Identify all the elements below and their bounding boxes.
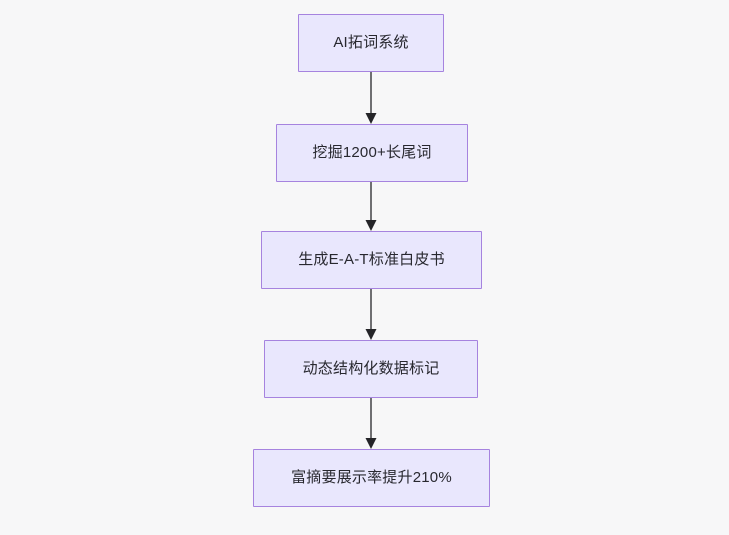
flow-node-mine-longtail-keywords[interactable]: 挖掘1200+长尾词 [276, 124, 468, 182]
edge-n1-n2 [365, 72, 377, 124]
flow-node-generate-eat-whitepaper[interactable]: 生成E-A-T标准白皮书 [261, 231, 482, 289]
flow-node-label: 富摘要展示率提升210% [291, 469, 452, 486]
edge-n4-n5 [365, 398, 377, 449]
flow-node-label: 挖掘1200+长尾词 [312, 144, 432, 161]
edge-n3-n4 [365, 289, 377, 340]
flow-node-label: 动态结构化数据标记 [302, 360, 440, 377]
flow-node-dynamic-structured-data-markup[interactable]: 动态结构化数据标记 [264, 340, 478, 398]
flow-node-label: 生成E-A-T标准白皮书 [298, 251, 445, 268]
flow-node-rich-snippet-impression-lift[interactable]: 富摘要展示率提升210% [253, 449, 490, 507]
flow-node-label: AI拓词系统 [333, 34, 409, 51]
flow-node-ai-keyword-system[interactable]: AI拓词系统 [298, 14, 444, 72]
edge-n2-n3 [365, 182, 377, 231]
